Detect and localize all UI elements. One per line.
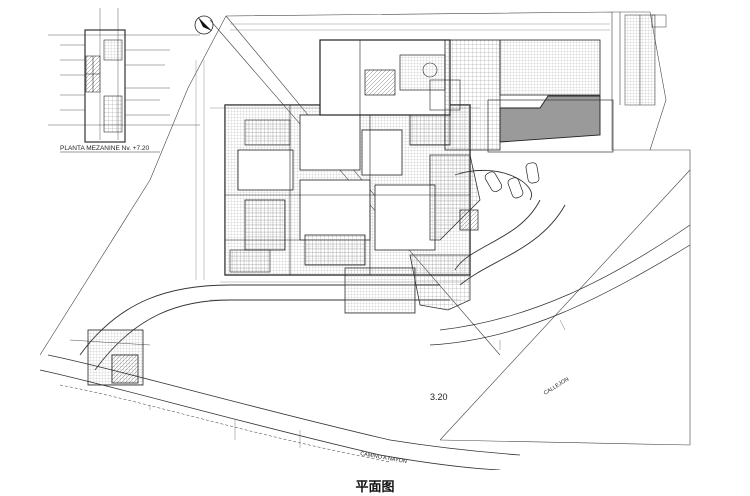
upper-wing: [319, 39, 601, 151]
road-name: CAMINO A NAYON: [360, 451, 408, 465]
main-building: [224, 104, 471, 276]
parked-cars: [484, 162, 540, 199]
road-ticks: [149, 319, 566, 448]
drawing-caption: 平面图: [355, 480, 395, 495]
carport-roof: [487, 95, 614, 153]
alley-name: CALLEJON: [543, 377, 570, 397]
level-marker: 3.20: [430, 392, 448, 402]
mezzanine-title: PLANTA MEZANINE Nv. +7.20: [60, 145, 150, 152]
site-outline: [39, 11, 691, 446]
mezzanine-plan: [48, 8, 200, 153]
north-arrow-icon: [194, 15, 214, 35]
road-lines: [39, 224, 691, 470]
patio-areas: [344, 154, 481, 314]
stair-tower: [624, 14, 667, 106]
floor-plan-drawing: PLANTA MEZANINE Nv. +7.20: [39, 8, 691, 470]
